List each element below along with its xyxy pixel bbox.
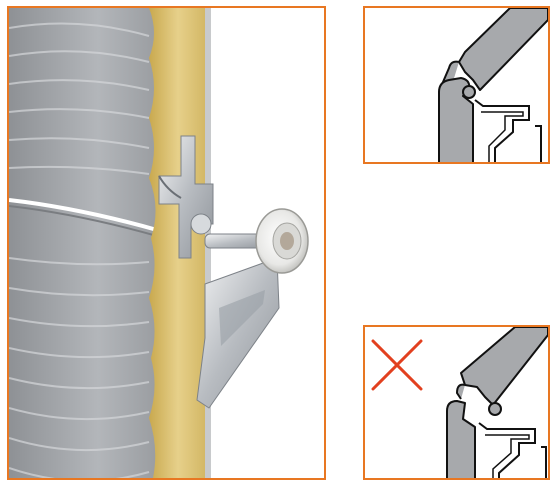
lower-section [446, 400, 476, 478]
main-illustration-panel [7, 6, 326, 480]
axle-nut [190, 213, 212, 235]
hinge-outline [478, 422, 536, 478]
hinge-pin [488, 402, 502, 416]
hinge-pin [462, 85, 476, 99]
door-section-illustration [9, 8, 309, 478]
panel-ribbing [9, 22, 150, 478]
detail-wrong-panel [363, 325, 550, 480]
upper-section [460, 327, 548, 406]
insulation-core [149, 8, 207, 478]
upper-section [458, 8, 548, 91]
hinge-outline [474, 99, 530, 162]
steel-panel-face [9, 8, 157, 478]
panel-joint [9, 198, 158, 232]
x-icon [371, 339, 423, 391]
detail-correct-panel [363, 6, 550, 164]
correct-joint-detail [438, 8, 548, 162]
incorrect-joint-detail [371, 327, 548, 478]
